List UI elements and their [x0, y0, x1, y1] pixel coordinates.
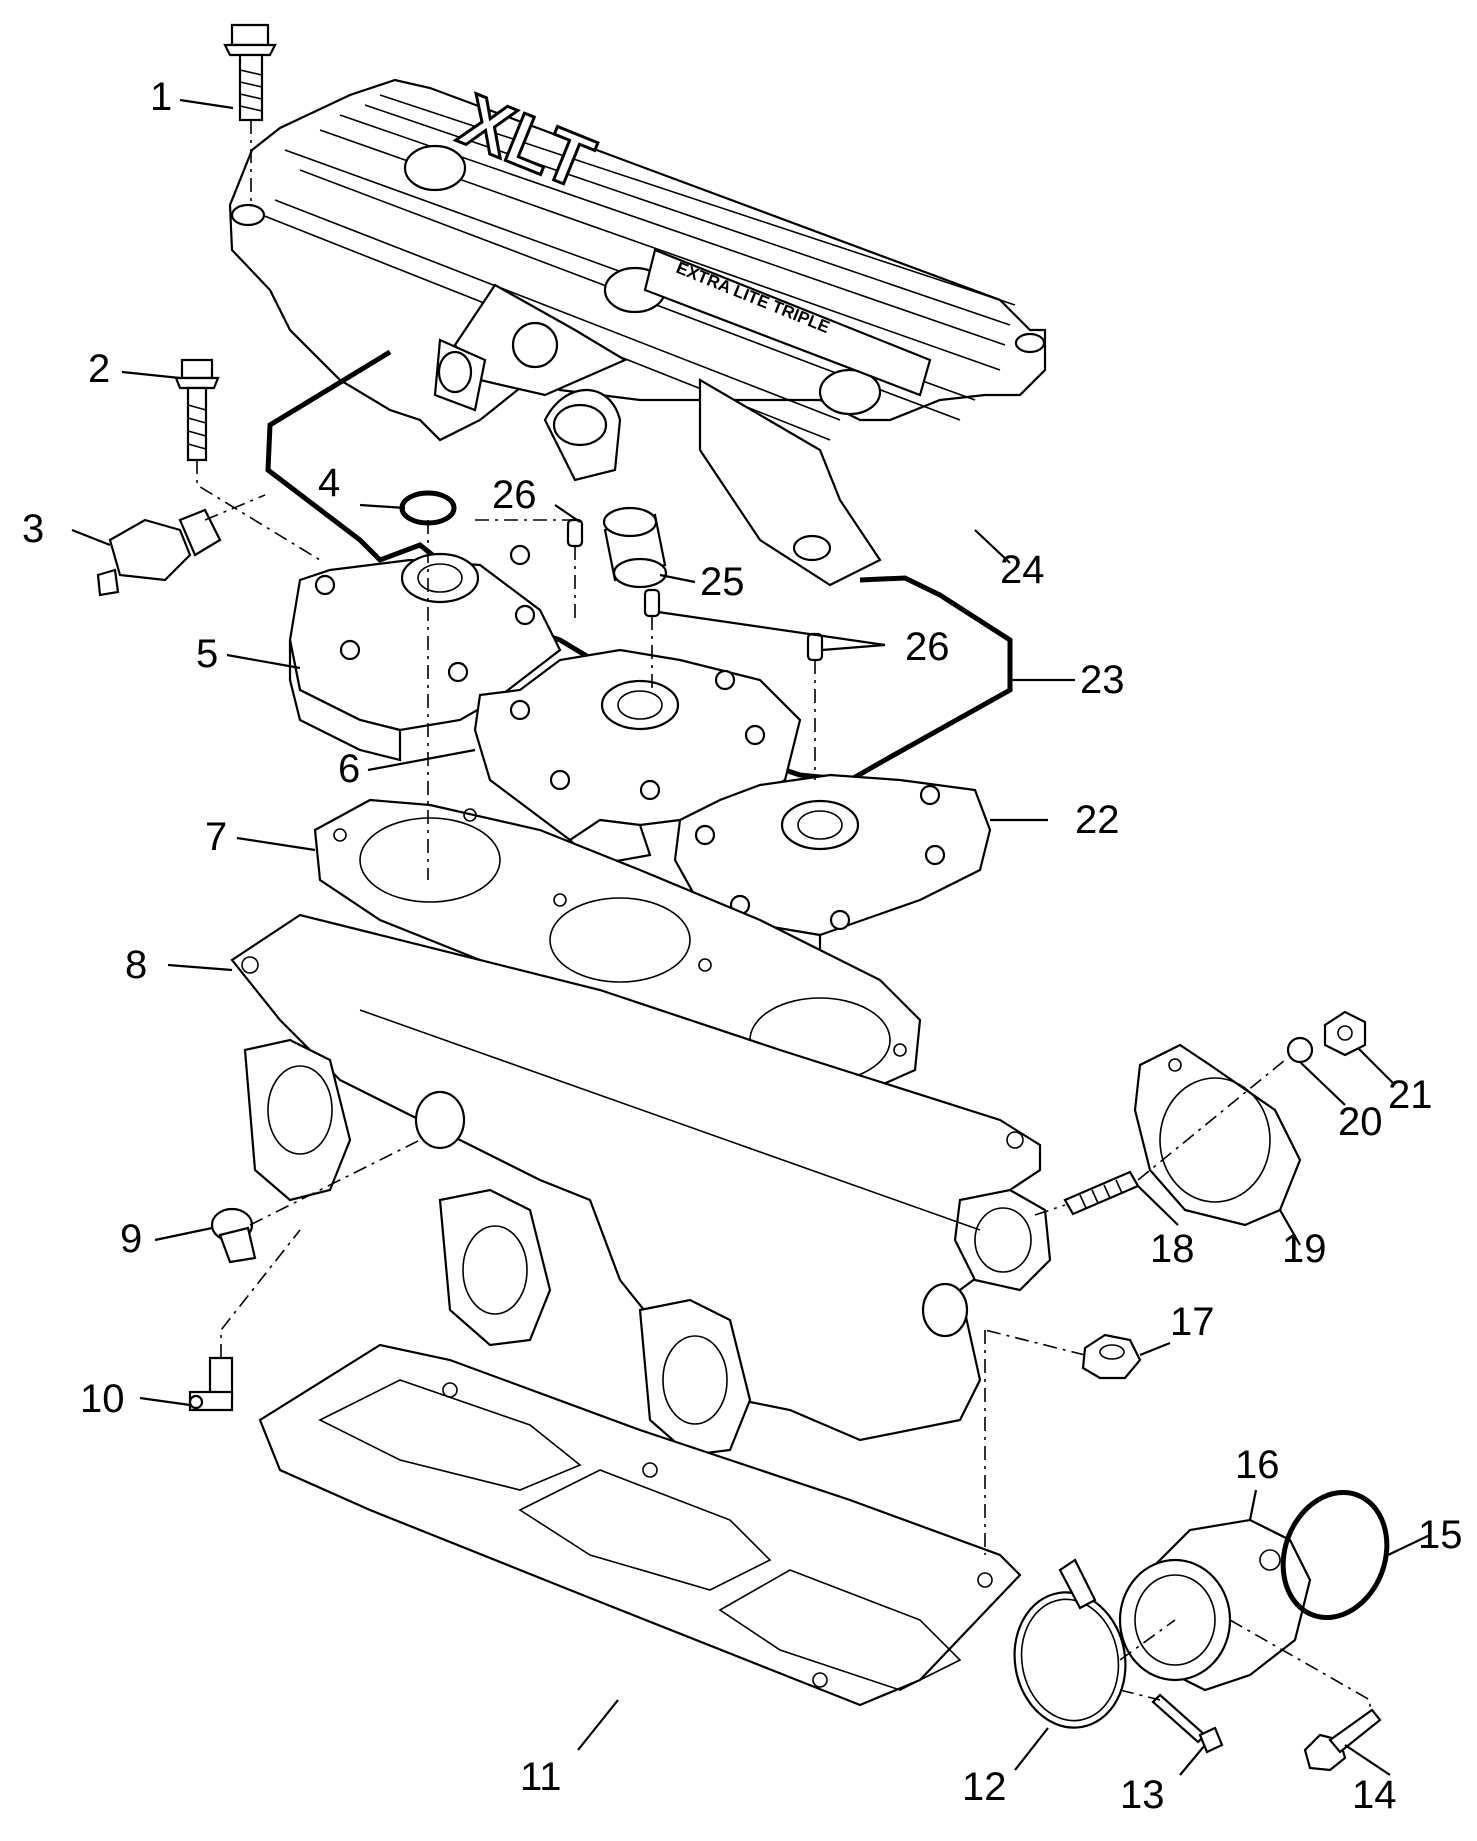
callout-5: 5: [196, 632, 218, 676]
callout-7: 7: [205, 815, 227, 859]
callout-1: 1: [150, 75, 172, 119]
callout-24: 24: [1000, 548, 1045, 592]
intake-adapter: [1118, 1518, 1312, 1692]
callout-9: 9: [120, 1217, 142, 1261]
callout-13: 13: [1120, 1773, 1165, 1817]
callout-2: 2: [88, 347, 110, 391]
exhaust-gasket: [1133, 1043, 1302, 1227]
callout-6: 6: [338, 747, 360, 791]
callout-15: 15: [1418, 1513, 1463, 1557]
callout-3: 3: [22, 507, 44, 551]
hose-clamp: [1013, 1558, 1127, 1729]
flange-bolt: [1303, 1708, 1382, 1772]
fitting: [188, 1356, 234, 1412]
nut: [1081, 1333, 1142, 1380]
callout-labels: 1 2 3 4 5 6 7 8 9 10 11 12 13 14 15 16 1…: [22, 75, 1463, 1817]
temperature-sensor: [96, 508, 222, 597]
callout-10: 10: [80, 1377, 125, 1421]
cover-bolt: [223, 23, 277, 122]
callout-4: 4: [318, 461, 340, 505]
clamp-screw: [1151, 1693, 1224, 1754]
outlet-fitting: [602, 506, 668, 589]
base-gasket: [258, 1343, 1022, 1707]
leader-lines: [196, 120, 1371, 1712]
callout-lines: [71, 98, 1431, 1776]
washer-and-nut: [1286, 1010, 1367, 1064]
cylinder-head-2: [473, 648, 802, 867]
callout-20: 20: [1338, 1100, 1383, 1144]
callout-25: 25: [700, 560, 745, 604]
callout-12: 12: [962, 1765, 1007, 1809]
o-ring-large: [1280, 1489, 1390, 1621]
head-gasket: [313, 798, 922, 1092]
o-ring: [399, 490, 457, 526]
callout-14: 14: [1352, 1773, 1397, 1817]
callout-26b: 26: [905, 625, 950, 669]
callout-21: 21: [1388, 1073, 1433, 1117]
cylinder-block: [230, 913, 1052, 1457]
callout-17: 17: [1170, 1300, 1215, 1344]
head-bolt: [174, 358, 220, 462]
callout-11: 11: [520, 1755, 562, 1799]
callout-23: 23: [1080, 658, 1125, 702]
plug: [210, 1207, 257, 1264]
callout-19: 19: [1282, 1227, 1327, 1271]
callout-22: 22: [1075, 798, 1120, 842]
callout-18: 18: [1150, 1227, 1195, 1271]
callout-8: 8: [125, 943, 147, 987]
head-cover: EXTRA LITE TRIPLE XLT: [228, 76, 1047, 587]
callout-26a: 26: [492, 473, 537, 517]
stud: [1063, 1170, 1140, 1216]
callout-16: 16: [1235, 1443, 1280, 1487]
